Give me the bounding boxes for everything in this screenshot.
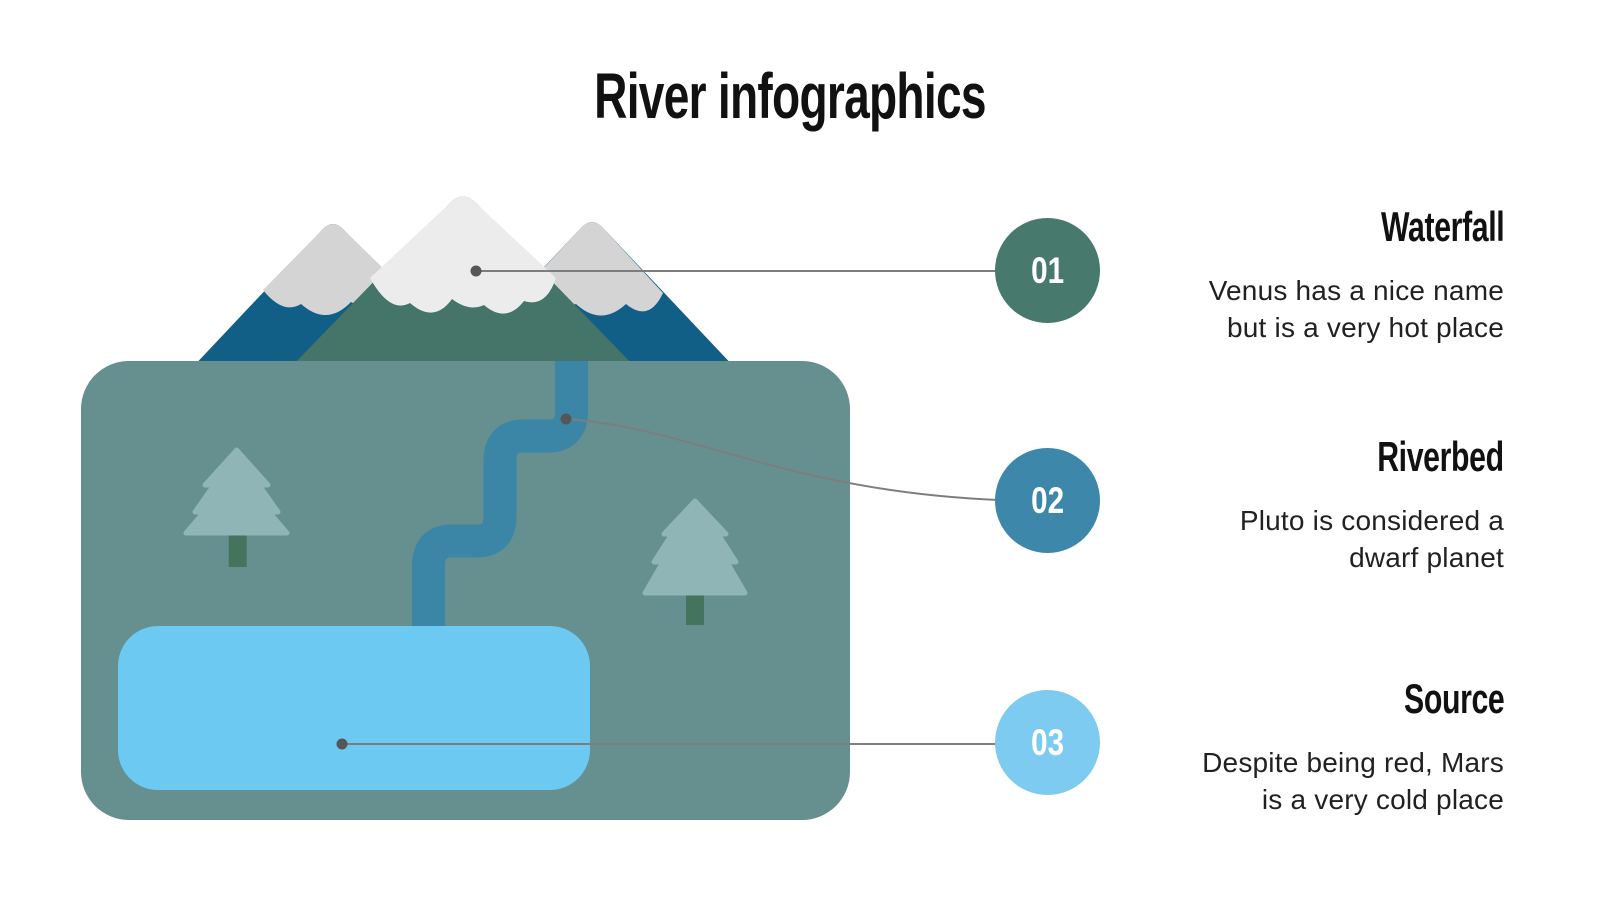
step-description-line: Venus has a nice name	[1208, 275, 1504, 306]
mountain-right-snow-cap	[540, 222, 663, 316]
tree-left-icon	[183, 447, 290, 536]
step-text-waterfall: Waterfall Venus has a nice name but is a…	[1074, 203, 1505, 346]
step-description-waterfall: Venus has a nice name but is a very hot …	[1074, 273, 1504, 346]
step-number-03: 03	[1031, 721, 1064, 763]
lake	[118, 626, 590, 790]
step-number-01: 01	[1031, 249, 1064, 291]
step-badge-03: 03	[995, 690, 1100, 795]
step-description-line: Pluto is considered a	[1239, 505, 1504, 536]
step-label-source: Source	[1074, 675, 1505, 722]
connector-dot-riverbed	[560, 413, 572, 425]
step-description-line: dwarf planet	[1349, 541, 1504, 573]
step-label-waterfall-text: Waterfall	[1380, 203, 1505, 250]
step-badge-01: 01	[995, 218, 1100, 323]
step-text-source: Source Despite being red, Mars is a very…	[1074, 677, 1504, 818]
step-badge-02: 02	[995, 448, 1100, 553]
step-label-riverbed: Riverbed	[1074, 435, 1504, 479]
mountain-center-snow-cap	[370, 196, 556, 314]
step-label-riverbed-text: Riverbed	[1377, 433, 1504, 480]
page-title-text: River infographics	[594, 60, 986, 132]
step-label-source-text: Source	[1403, 675, 1505, 722]
step-text-riverbed: Riverbed Pluto is considered a dwarf pla…	[1074, 435, 1505, 576]
page-title: River infographics	[0, 61, 1590, 131]
step-description-line: but is a very hot place	[1227, 311, 1504, 343]
connector-line-riverbed	[565, 418, 1049, 502]
step-number-02: 02	[1031, 479, 1064, 521]
step-label-waterfall: Waterfall	[1074, 203, 1505, 250]
connector-dot-waterfall	[470, 265, 482, 277]
mountain-left-snow-cap	[263, 224, 388, 316]
step-description-line: is a very cold place	[1261, 783, 1504, 815]
step-description-riverbed: Pluto is considered a dwarf planet	[1074, 503, 1504, 576]
river	[412, 361, 588, 660]
tree-left-trunk	[228, 532, 247, 567]
step-description-source: Despite being red, Mars is a very cold p…	[1074, 745, 1504, 818]
step-description-line: Despite being red, Mars	[1202, 747, 1504, 778]
tree-right-trunk	[686, 591, 704, 625]
connector-dot-source	[336, 738, 348, 750]
tree-right-icon	[642, 498, 748, 596]
